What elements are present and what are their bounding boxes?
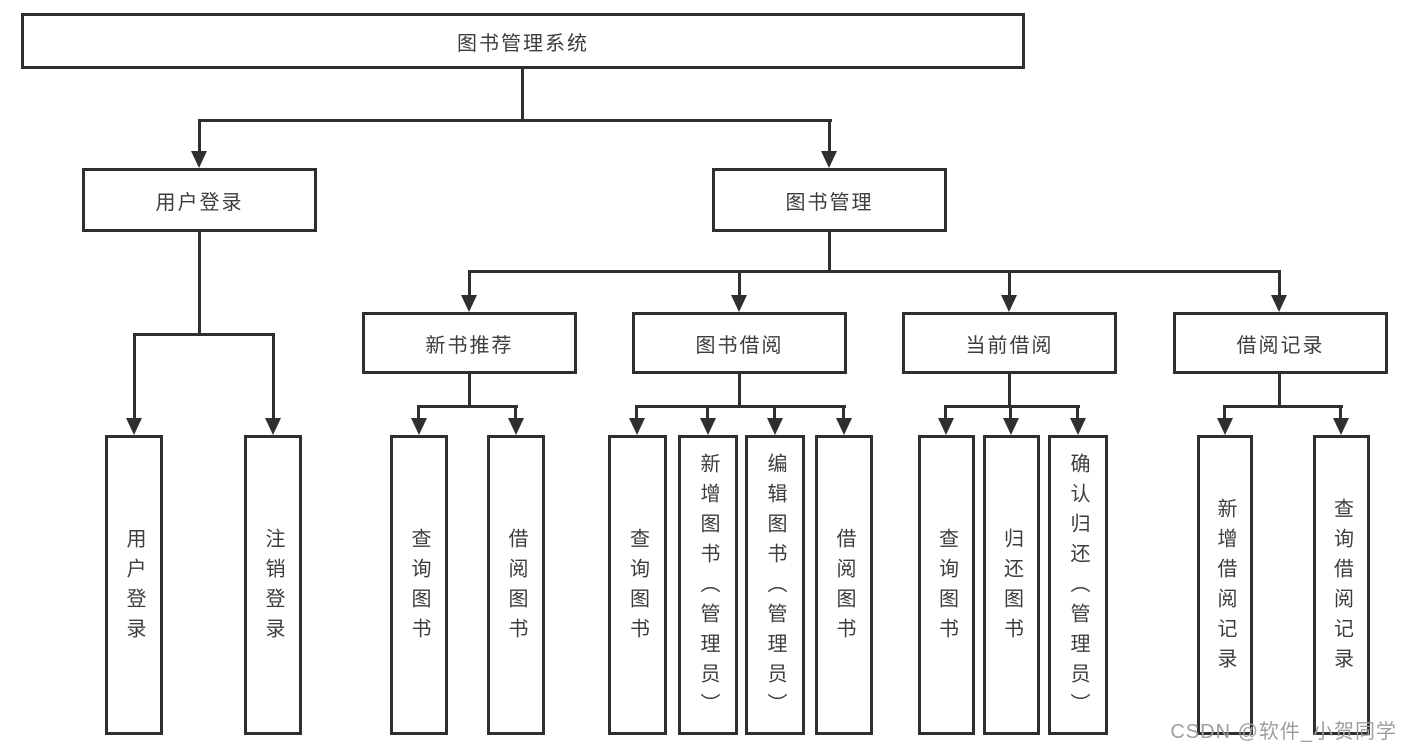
connector-book-mgmt-stem: [828, 232, 831, 272]
arrow-down-icon: [1271, 295, 1287, 312]
connector-root-stem: [521, 69, 524, 120]
arrow-down-icon: [1333, 418, 1349, 435]
node-borrowing-records: 借阅记录: [1173, 312, 1388, 374]
arrow-down-icon: [1070, 418, 1086, 435]
connector-stem-current-borrow: [1008, 270, 1011, 297]
arrow-down-icon: [821, 151, 837, 168]
arrow-down-icon: [836, 418, 852, 435]
connector-stem-leaf: [1339, 405, 1342, 420]
connector-stem-borrow-records: [1278, 270, 1281, 297]
arrow-down-icon: [938, 418, 954, 435]
connector-level2-bar: [198, 119, 832, 122]
connector-stem-leaf: [706, 405, 709, 420]
connector-new-book-stem: [468, 374, 471, 407]
arrow-down-icon: [191, 151, 207, 168]
connector-stem-leaf: [1223, 405, 1226, 420]
connector-book-borrow-bar: [635, 405, 846, 408]
leaf-logout: 注销登录: [244, 435, 302, 735]
connector-stem-book-mgmt: [828, 119, 831, 153]
connector-stem-leaf: [514, 405, 517, 420]
leaf-query-book-current: 查询图书: [918, 435, 975, 735]
connector-user-login-stem: [198, 232, 201, 335]
arrow-down-icon: [1003, 418, 1019, 435]
connector-stem-new-book: [468, 270, 471, 297]
connector-stem-leaf: [944, 405, 947, 420]
connector-level3-bar: [468, 270, 1281, 273]
connector-stem-user-login: [198, 119, 201, 153]
connector-stem-leaf: [773, 405, 776, 420]
leaf-return-book: 归还图书: [983, 435, 1040, 735]
arrow-down-icon: [731, 295, 747, 312]
leaf-confirm-return-admin: 确认归还（管理员）: [1048, 435, 1108, 735]
leaf-query-book-recommendation: 查询图书: [390, 435, 448, 735]
leaf-edit-book-admin: 编辑图书（管理员）: [745, 435, 805, 735]
node-library-management-system: 图书管理系统: [21, 13, 1025, 69]
node-book-management: 图书管理: [712, 168, 947, 232]
arrow-down-icon: [461, 295, 477, 312]
node-book-borrowing: 图书借阅: [632, 312, 847, 374]
connector-stem-leaf: [272, 333, 275, 420]
arrow-down-icon: [629, 418, 645, 435]
connector-stem-book-borrow: [738, 270, 741, 297]
connector-stem-leaf: [1076, 405, 1079, 420]
connector-stem-leaf: [842, 405, 845, 420]
arrow-down-icon: [508, 418, 524, 435]
leaf-user-login: 用户登录: [105, 435, 163, 735]
connector-stem-leaf: [417, 405, 420, 420]
leaf-add-borrow-record: 新增借阅记录: [1197, 435, 1253, 735]
connector-stem-leaf: [133, 333, 136, 420]
connector-borrow-records-stem: [1278, 374, 1281, 407]
node-new-book-recommendation: 新书推荐: [362, 312, 577, 374]
connector-current-borrow-bar: [944, 405, 1080, 408]
connector-new-book-bar: [417, 405, 518, 408]
node-user-login: 用户登录: [82, 168, 317, 232]
connector-stem-leaf: [635, 405, 638, 420]
connector-current-borrow-stem: [1008, 374, 1011, 407]
node-current-borrowing: 当前借阅: [902, 312, 1117, 374]
arrow-down-icon: [700, 418, 716, 435]
arrow-down-icon: [1001, 295, 1017, 312]
leaf-borrow-book: 借阅图书: [815, 435, 873, 735]
watermark: CSDN @软件_小贺同学: [1170, 721, 1397, 743]
leaf-borrow-book-recommendation: 借阅图书: [487, 435, 545, 735]
leaf-query-book-borrowing: 查询图书: [608, 435, 667, 735]
leaf-add-book-admin: 新增图书（管理员）: [678, 435, 738, 735]
connector-borrow-records-bar: [1223, 405, 1343, 408]
arrow-down-icon: [767, 418, 783, 435]
arrow-down-icon: [1217, 418, 1233, 435]
connector-stem-leaf: [1009, 405, 1012, 420]
arrow-down-icon: [126, 418, 142, 435]
connector-book-borrow-stem: [738, 374, 741, 407]
arrow-down-icon: [265, 418, 281, 435]
connector-user-login-bar: [133, 333, 275, 336]
arrow-down-icon: [411, 418, 427, 435]
leaf-query-borrow-record: 查询借阅记录: [1313, 435, 1370, 735]
